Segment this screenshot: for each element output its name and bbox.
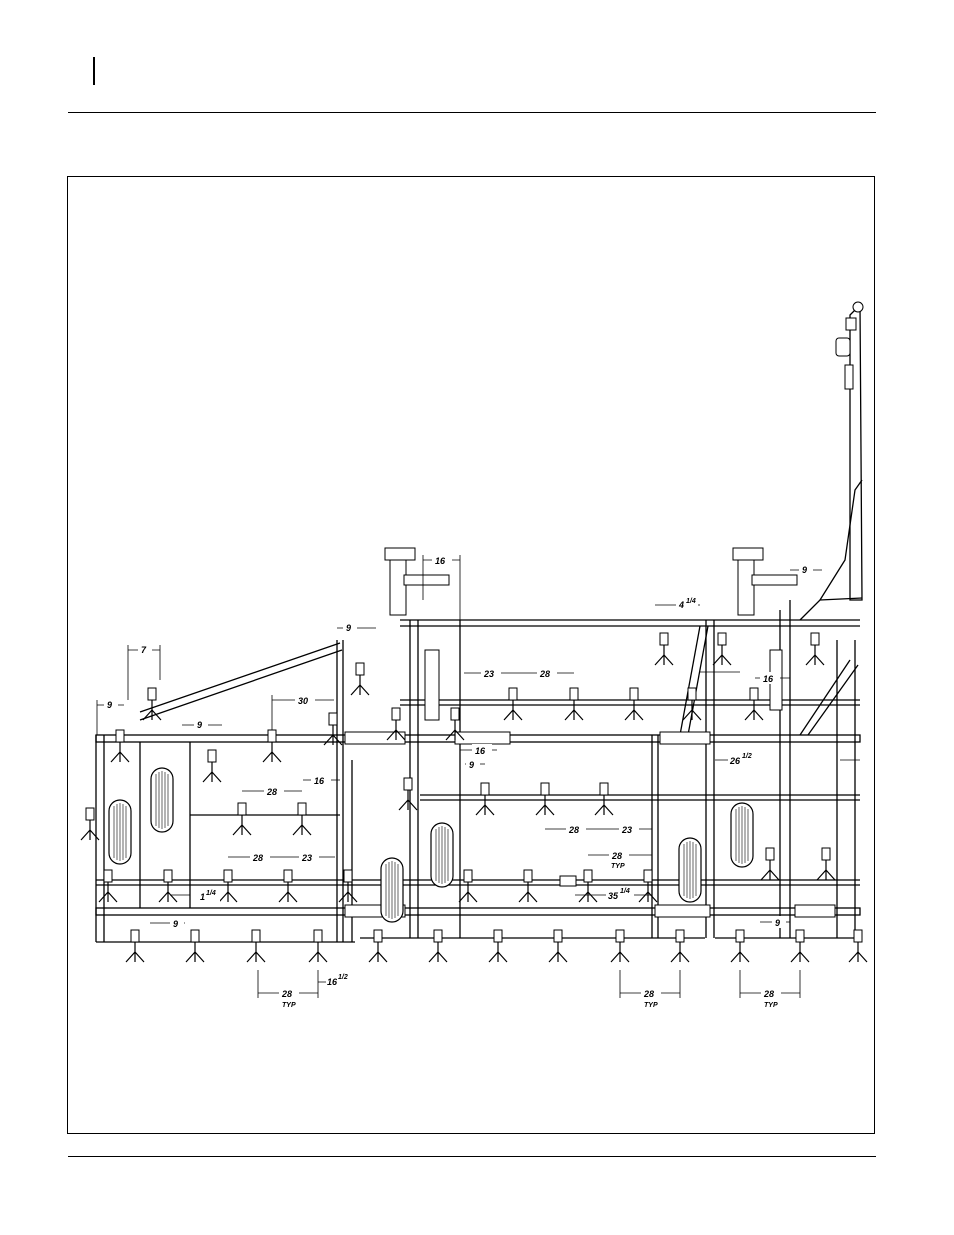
dim-35: 35 — [608, 891, 619, 901]
tire-right-outer — [731, 803, 753, 867]
fraction-4: 1/4 — [686, 598, 696, 605]
dim-28-lower: 28 — [611, 851, 622, 861]
fraction-26: 1/2 — [742, 753, 752, 760]
dim-28-left: 28 — [266, 787, 277, 797]
dim-28-top: 28 — [539, 669, 550, 679]
dim-1: 1 — [200, 892, 205, 902]
dim-28-bottom-left: 28 — [281, 989, 292, 999]
typ-label-bottom-left: TYP — [282, 1002, 296, 1009]
fraction-16: 1/2 — [338, 974, 348, 981]
dim-9-center: 9 — [469, 760, 474, 770]
tire-right-inner — [679, 838, 701, 902]
dim-4: 4 — [678, 600, 684, 610]
dim-23-top: 23 — [483, 669, 494, 679]
tire-center-left — [381, 858, 403, 922]
shanks-bottom-row — [126, 930, 867, 962]
dim-16-left: 16 — [314, 776, 325, 786]
dim-23-left: 23 — [301, 853, 312, 863]
dim-23-center: 23 — [621, 825, 632, 835]
tire-left-inner — [151, 768, 173, 832]
dim-9-right: 9 — [775, 918, 780, 928]
fraction-1: 1/4 — [206, 890, 216, 897]
dim-16-top: 16 — [435, 556, 446, 566]
dim-9-lower: 9 — [173, 919, 178, 929]
typ-label-bottom-center: TYP — [644, 1002, 658, 1009]
typ-label-bottom-right: TYP — [764, 1002, 778, 1009]
rear-main-beam — [96, 908, 860, 915]
dim-16-right: 16 — [763, 674, 774, 684]
dim-28-center: 28 — [568, 825, 579, 835]
dim-28-bottom-right: 28 — [763, 989, 774, 999]
dimension-labels: 7 9 9 9 9 9 9 9 30 16 16 16 16 23 28 28 … — [104, 554, 813, 1009]
typ-label-lower: TYP — [611, 863, 625, 870]
gauge-wheel-right-assembly — [733, 548, 797, 710]
dim-28-row2: 28 — [252, 853, 263, 863]
dim-9-left: 9 — [107, 700, 112, 710]
dim-26: 26 — [729, 756, 741, 766]
dim-9-upper: 9 — [197, 720, 202, 730]
dim-30: 30 — [298, 696, 308, 706]
dim-9-mid: 9 — [346, 623, 351, 633]
dim-16-half: 16 — [327, 977, 338, 987]
fraction-35: 1/4 — [620, 888, 630, 895]
dim-16-mid: 16 — [475, 746, 486, 756]
dim-28-bottom-center: 28 — [643, 989, 654, 999]
tire-left-outer — [109, 800, 131, 864]
dim-9-top-right: 9 — [802, 565, 807, 575]
gauge-wheel-left-assembly — [385, 548, 449, 720]
tire-center-right — [431, 823, 453, 887]
